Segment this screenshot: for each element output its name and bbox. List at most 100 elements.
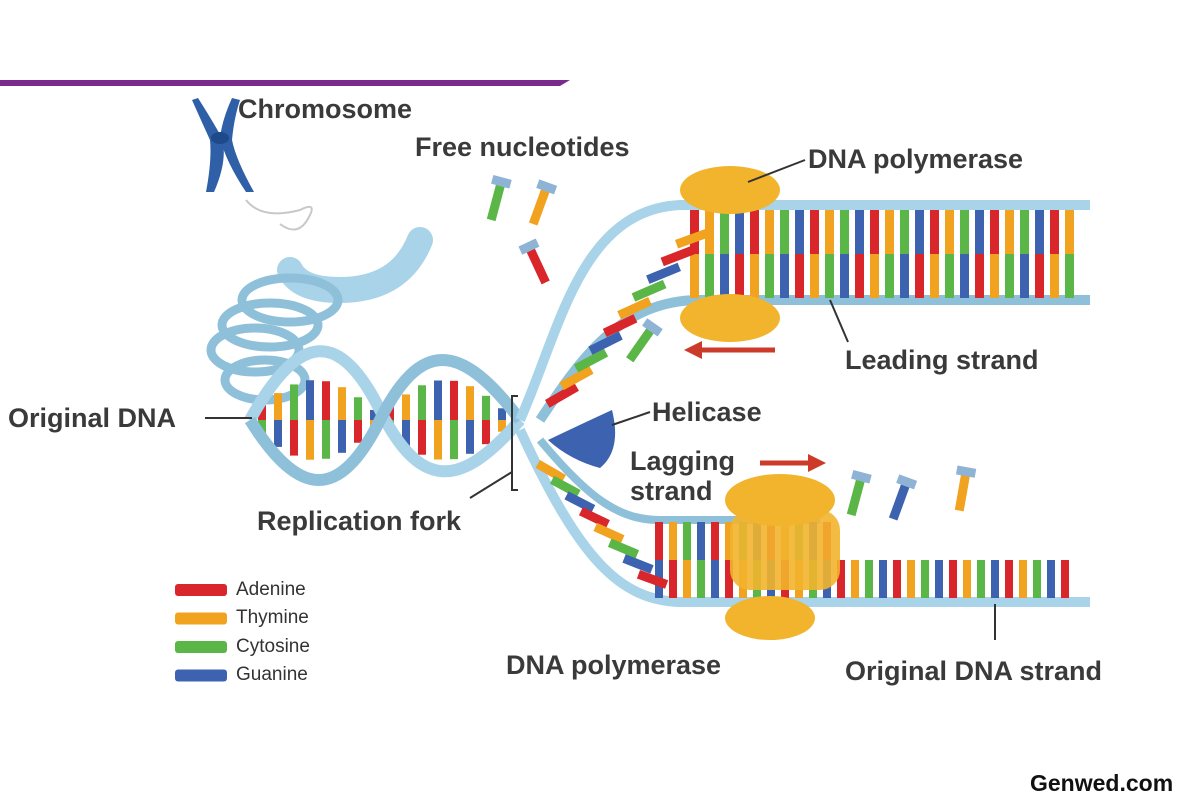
base-pair (885, 210, 894, 254)
base-pair (690, 210, 699, 254)
dna-polymerase-bottom-label: DNA polymerase (506, 650, 722, 680)
helicase-enzyme (548, 410, 616, 468)
chromatin-coil (206, 199, 433, 405)
base-pair (750, 210, 759, 254)
base-pair (879, 560, 887, 598)
base-pair (711, 522, 719, 560)
base-pair (975, 254, 984, 298)
base-pair (1050, 210, 1059, 254)
base-pair (865, 560, 873, 598)
base-pair (450, 380, 458, 420)
legend-swatch-thymine (175, 612, 227, 625)
base-pair (593, 522, 625, 544)
base-pair (607, 538, 640, 559)
leading-direction-arrow (684, 341, 775, 359)
base-pair (535, 460, 566, 483)
legend-swatch-guanine (175, 669, 227, 682)
base-pair (322, 420, 330, 459)
legend-label-adenine: Adenine (236, 579, 306, 600)
base-pair (930, 254, 939, 298)
free-nucleotide (528, 179, 558, 226)
base-pair (825, 210, 834, 254)
base-pair (1005, 210, 1014, 254)
base-pair (660, 245, 696, 267)
base-pair (258, 404, 266, 420)
base-pair (418, 385, 426, 420)
base-pair (963, 560, 971, 598)
base-pair (306, 380, 314, 420)
base-pair (945, 210, 954, 254)
base-pair (1065, 254, 1074, 298)
base-pair (559, 365, 594, 391)
base-pair (765, 210, 774, 254)
base-pair (1020, 210, 1029, 254)
original-dna-helix (244, 345, 525, 486)
base-pair (750, 254, 759, 298)
dna-polymerase-bottom-enzyme (725, 474, 840, 640)
base-pair (274, 393, 282, 420)
base-pair (1005, 560, 1013, 598)
base-pair (735, 210, 744, 254)
leading-strand-label: Leading strand (845, 345, 1039, 375)
replication-fork-bracket (511, 395, 518, 491)
base-pair (945, 254, 954, 298)
watermark: Genwed.com (1030, 770, 1174, 796)
accent-bar (0, 80, 570, 86)
chromosome-label: Chromosome (238, 94, 413, 124)
base-pair (545, 383, 579, 408)
base-pair (573, 348, 609, 373)
base-pair (735, 254, 744, 298)
base-pair (885, 254, 894, 298)
free-nucleotide (518, 238, 550, 285)
base-pair (977, 560, 985, 598)
free-nucleotides-label: Free nucleotides (415, 132, 630, 162)
base-pair (655, 522, 663, 560)
base-pair (306, 420, 314, 460)
base-pair (636, 570, 669, 589)
base-pair (466, 420, 474, 454)
free-nucleotide (888, 474, 918, 521)
base-pair (482, 420, 490, 445)
base-pair (907, 560, 915, 598)
base-pair (795, 254, 804, 298)
base-pair (482, 395, 490, 420)
base-pair (840, 254, 849, 298)
free-nucleotide (486, 174, 512, 222)
base-pair (795, 210, 804, 254)
base-pair (498, 420, 506, 432)
chromosome-icon (192, 98, 254, 192)
replication-fork-label: Replication fork (257, 506, 462, 536)
base-pair (450, 420, 458, 460)
base-pair (990, 254, 999, 298)
base-pair (683, 522, 691, 560)
base-pair (930, 210, 939, 254)
base-pair (960, 210, 969, 254)
free-nucleotide (846, 469, 872, 517)
base-pair (588, 331, 623, 355)
base-pair (720, 254, 729, 298)
base-pair (697, 522, 705, 560)
base-pair (1050, 254, 1059, 298)
helicase-label: Helicase (652, 397, 762, 427)
base-pair (870, 254, 879, 298)
lagging-strand-label-line1: Lagging (630, 446, 735, 476)
base-pair (578, 507, 610, 529)
base-pair (851, 560, 859, 598)
base-pair (617, 297, 652, 320)
base-pair (434, 420, 442, 460)
base-pair (498, 408, 506, 420)
legend-swatch-adenine (175, 584, 227, 596)
base-pair (711, 560, 719, 598)
base-pair (949, 560, 957, 598)
base-pair (1047, 560, 1055, 598)
base-pair (631, 279, 667, 302)
base-pair (915, 254, 924, 298)
base-pair (1020, 254, 1029, 298)
original-dna-label: Original DNA (8, 403, 177, 433)
legend-label-thymine: Thymine (236, 607, 309, 628)
base-pair (354, 397, 362, 420)
base-pair (669, 560, 677, 598)
base-pair (669, 522, 677, 560)
leading-strand-region (515, 200, 1090, 423)
